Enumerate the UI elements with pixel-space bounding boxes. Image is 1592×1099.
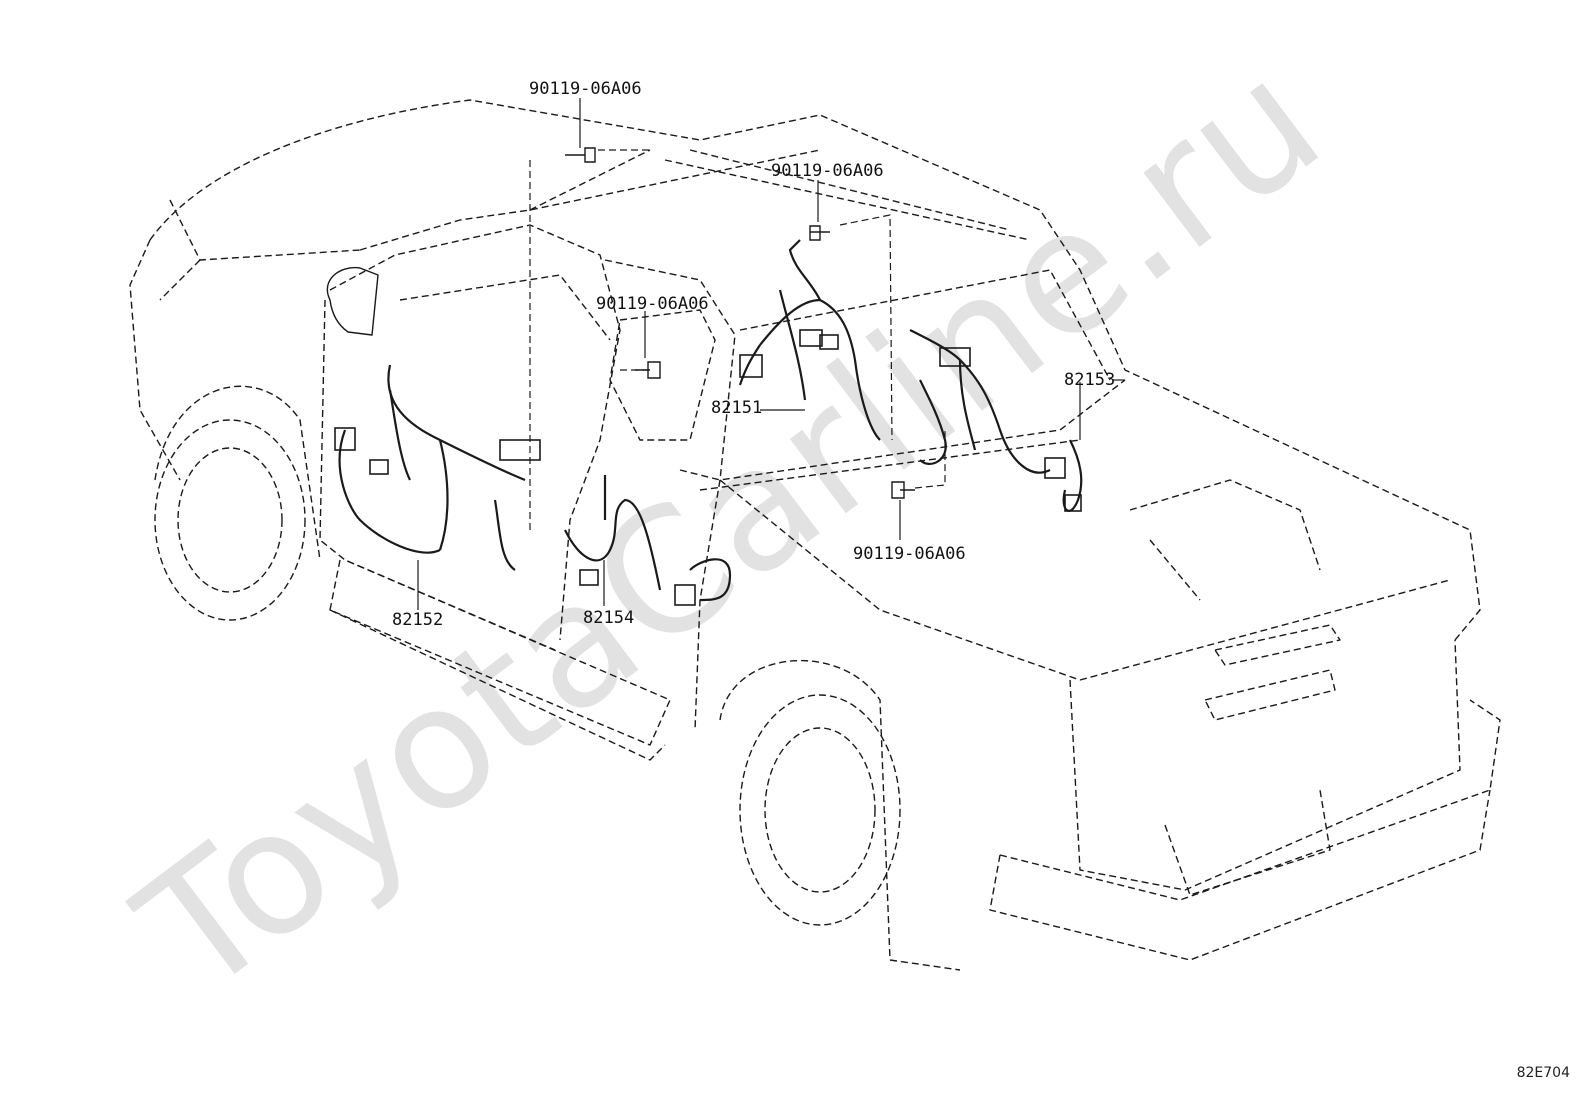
callout-bolt-rear-floor: 90119-06A06 (853, 544, 966, 564)
watermark: ToyotaCarline.ru (105, 21, 1357, 1033)
callout-bolt-roof-center: 90119-06A06 (771, 161, 884, 181)
callout-harness-82152: 82152 (392, 610, 444, 630)
callout-harness-82154: 82154 (583, 608, 635, 628)
bolt-icon (565, 147, 915, 499)
callout-harness-82151: 82151 (711, 398, 763, 418)
diagram-code: 82E704 (1516, 1065, 1570, 1081)
leader-lines (417, 98, 1125, 610)
callout-bolt-roof-front: 90119-06A06 (529, 79, 642, 99)
vehicle-outline (129, 99, 1501, 971)
wire-harness (334, 239, 1083, 606)
callout-harness-82153: 82153 (1064, 370, 1116, 390)
callout-bolt-b-pillar: 90119-06A06 (596, 294, 709, 314)
